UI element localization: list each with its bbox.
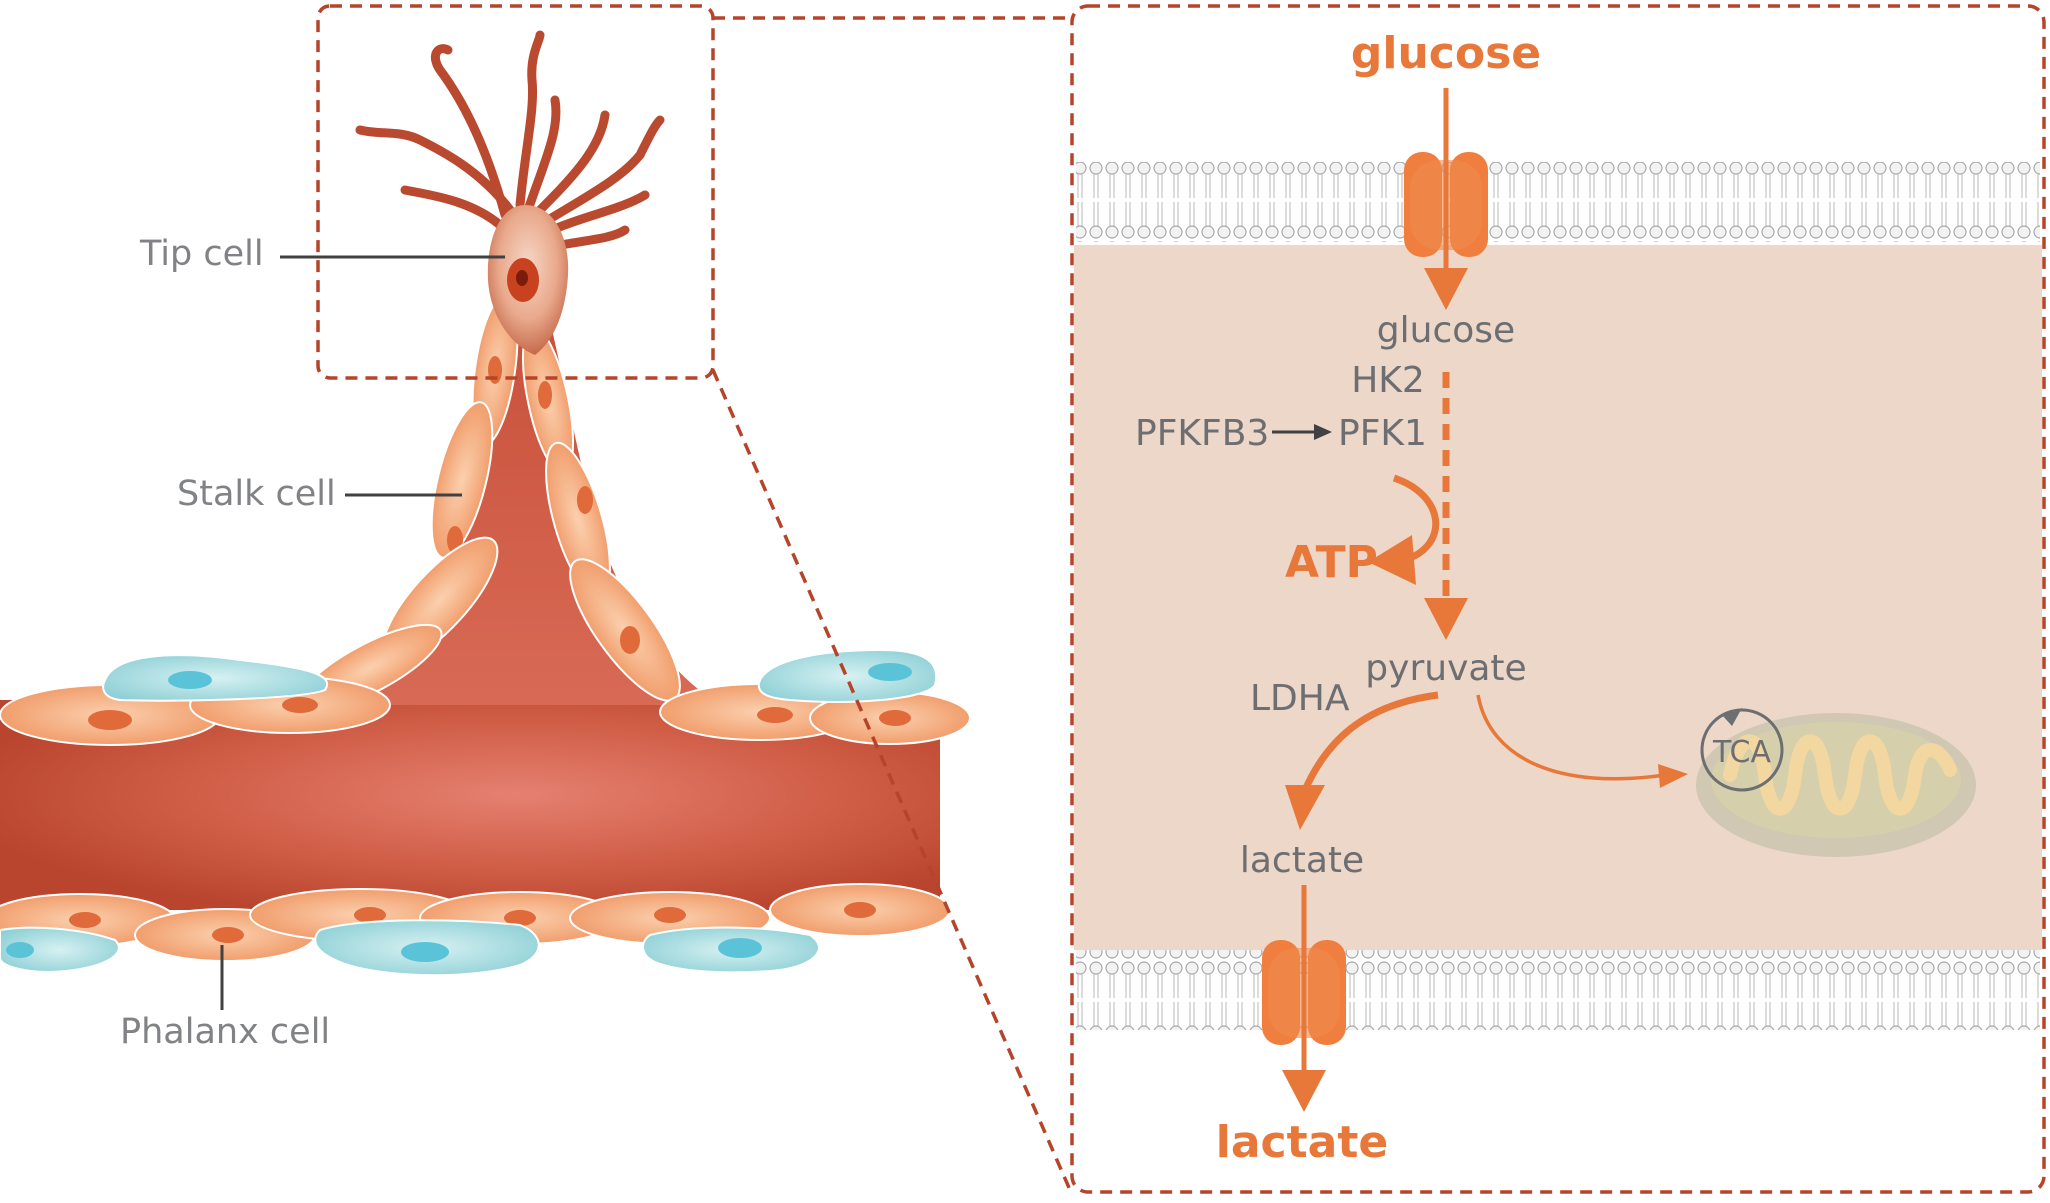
plasma-membrane-bottom	[1076, 950, 2040, 1030]
phalanx-cells-bottom	[0, 919, 820, 977]
tca-cycle-circle	[1700, 708, 1784, 792]
blood-vessel-illustration	[0, 30, 971, 977]
stalk-cell-label: Stalk cell	[177, 474, 336, 514]
lactate-outside-label: lactate	[1216, 1117, 1388, 1168]
pfk1-label: PFK1	[1338, 413, 1427, 454]
tip-cell-label: Tip cell	[139, 234, 264, 274]
phalanx-cell-label: Phalanx cell	[120, 1012, 330, 1052]
pyruvate-label: pyruvate	[1365, 648, 1526, 689]
glucose-uptake-arrow	[1424, 88, 1468, 310]
tip-cell-zoom-box	[316, 4, 715, 380]
glucose-outside-label: glucose	[1351, 28, 1541, 79]
tip-cell-filopodia	[355, 30, 665, 255]
glycolysis-panel: glucose glucose HK2 PFKFB3 PFK1 ATP pyru…	[1070, 4, 2046, 1194]
ldha-label: LDHA	[1250, 678, 1350, 719]
glycolysis-arrow	[1424, 372, 1468, 640]
ldha-conversion-arrow	[1285, 691, 1439, 830]
plasma-membrane-top	[1076, 162, 2040, 242]
lactate-inside-label: lactate	[1240, 840, 1364, 881]
pfkfb3-label: PFKFB3	[1135, 413, 1269, 454]
tca-cycle-arrowhead	[1722, 708, 1742, 726]
hk2-label: HK2	[1351, 360, 1425, 401]
phalanx-cells-top	[102, 648, 938, 703]
zoom-connectors	[316, 4, 1072, 1191]
pfkfb3-activation-arrow	[1272, 424, 1332, 440]
cell-type-labels: Tip cell Stalk cell Phalanx cell	[120, 234, 505, 1052]
pyruvate-to-tca-arrow	[1476, 694, 1688, 788]
lactate-export-arrow	[1282, 885, 1326, 1112]
atp-label: ATP	[1285, 537, 1378, 588]
stalk-cells-right	[521, 325, 681, 702]
glucose-inside-label: glucose	[1377, 310, 1515, 351]
mitochondrion	[1696, 708, 1976, 857]
tca-label: TCA	[1712, 735, 1772, 770]
atp-production-arrow	[1368, 474, 1440, 585]
